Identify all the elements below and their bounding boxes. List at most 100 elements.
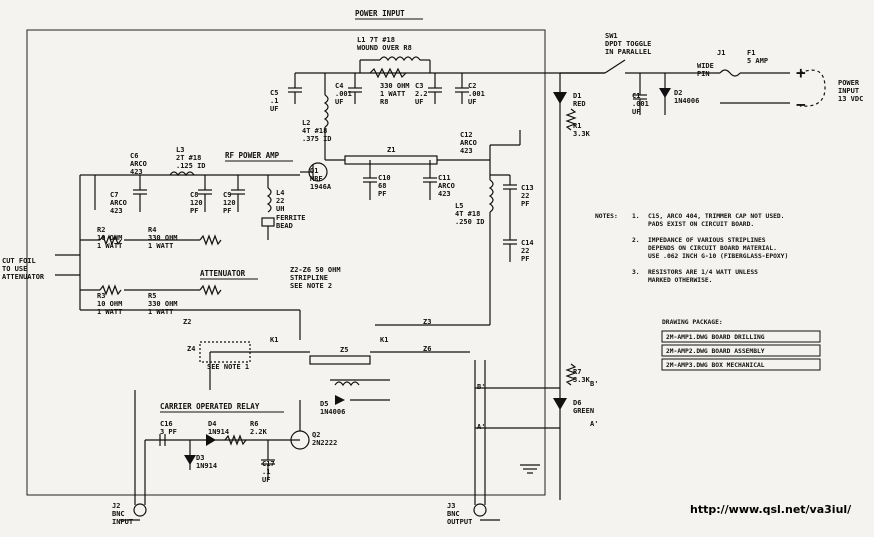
drawing-package-title: DRAWING PACKAGE:	[662, 319, 723, 326]
label-line: 10 OHM	[97, 234, 122, 242]
label-line: ARCO	[438, 182, 455, 190]
label-line: C11	[438, 174, 451, 182]
diode-symbols	[184, 88, 671, 465]
label-line: R8	[380, 98, 388, 106]
label-line: PF	[521, 255, 529, 263]
label-line: 1946A	[310, 183, 332, 191]
label-line: 1N4006	[674, 97, 699, 105]
label-line: UF	[632, 108, 640, 116]
drawing-package-box	[661, 330, 821, 343]
note-line: USE .062 INCH G-10 (FIBERGLASS-EPOXY)	[648, 253, 788, 260]
label-z6: Z6	[423, 345, 431, 353]
label-z5: Z5	[340, 346, 348, 354]
diode-d1	[553, 92, 567, 104]
label-line: Q1	[310, 167, 318, 175]
label-line: R2	[97, 226, 105, 234]
label-line: J1	[717, 49, 725, 57]
label-b-prime: B'	[477, 383, 485, 391]
note-line: C15, ARCO 404, TRIMMER CAP NOT USED.	[648, 213, 784, 220]
label-line: C8	[190, 191, 198, 199]
drawing-package-box	[661, 344, 821, 357]
label-line: L5	[455, 202, 463, 210]
label-a-prime2: A'	[590, 420, 598, 428]
label-line: 1 WATT	[380, 90, 405, 98]
label-line: IN PARALLEL	[605, 48, 651, 56]
label-line: ARCO	[460, 139, 477, 147]
label-line: 330 OHM	[148, 300, 178, 308]
label-line: RED	[573, 100, 586, 108]
note-line: RESISTORS ARE 1/4 WATT UNLESS	[648, 269, 758, 276]
label-line: Z6	[423, 345, 431, 353]
label-line: C4	[335, 82, 343, 90]
section-power-input: POWER INPUT	[355, 9, 405, 18]
label-line: L2	[302, 119, 310, 127]
diode-d4	[206, 434, 216, 446]
label-line: C13	[521, 184, 534, 192]
label-line: GREEN	[573, 407, 594, 415]
label-line: 3 PF	[160, 428, 177, 436]
label-line: WOUND OVER R8	[357, 44, 412, 52]
label-z4: Z4	[187, 345, 195, 353]
label-line: 1 WATT	[97, 242, 122, 250]
label-b-prime2: B'	[590, 380, 598, 388]
label-z3: Z3	[423, 318, 431, 326]
label-line: UF	[468, 98, 476, 106]
section-rf-power-amp: RF POWER AMP	[225, 151, 280, 160]
wiring	[55, 56, 826, 521]
label-line: PF	[521, 200, 529, 208]
label-line: Z4	[187, 345, 195, 353]
note-line: 1.	[632, 213, 640, 220]
diode-d3	[184, 455, 196, 465]
label-line: C1	[632, 92, 640, 100]
label-line: 22	[276, 197, 284, 205]
label-line: 330 OHM	[380, 82, 410, 90]
label-line: SW1	[605, 32, 618, 40]
label-line: K1	[380, 336, 388, 344]
board-outline	[26, 29, 546, 496]
label-line: C9	[223, 191, 231, 199]
label-line: C5	[270, 89, 278, 97]
label-line: 10 OHM	[97, 300, 122, 308]
label-line: Q2	[312, 431, 320, 439]
note-line: IMPEDANCE OF VARIOUS STRIPLINES	[648, 237, 766, 244]
label-line: C16	[160, 420, 173, 428]
label-line: INPUT	[838, 87, 859, 95]
label-line: D4	[208, 420, 216, 428]
label-line: INPUT	[112, 518, 133, 526]
label-line: 423	[130, 168, 143, 176]
label-line: .001	[632, 100, 649, 108]
label-line: .375 ID	[302, 135, 332, 143]
label-line: UF	[415, 98, 423, 106]
label-line: FERRITE	[276, 214, 306, 222]
label-line: .1	[270, 97, 278, 105]
label-line: PF	[223, 207, 231, 215]
label-line: .001	[335, 90, 352, 98]
label-line: ARCO	[130, 160, 147, 168]
label-line: ARCO	[110, 199, 127, 207]
label-line: BNC	[112, 510, 125, 518]
label-line: 423	[438, 190, 451, 198]
label-line: CUT FOIL	[2, 257, 36, 265]
label-line: UF	[270, 105, 278, 113]
